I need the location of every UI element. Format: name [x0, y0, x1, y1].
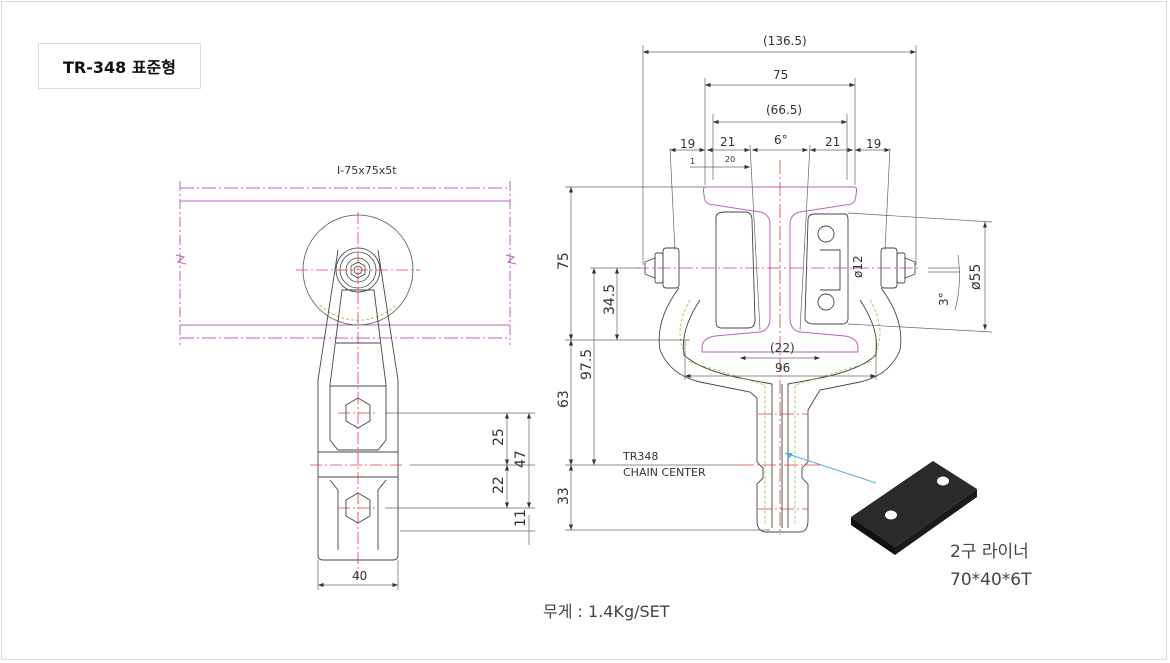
liner-size: 70*40*6T	[950, 570, 1032, 590]
dim-angle-6: 6°	[774, 133, 788, 147]
liner-hole-1	[885, 510, 897, 520]
liner-hole-2	[937, 476, 949, 486]
dim-40: 40	[352, 569, 367, 583]
liner-leader-line	[784, 452, 877, 484]
dim-phi55: ø55	[968, 264, 984, 290]
weight-label: 무게 : 1.4Kg/SET	[543, 602, 670, 621]
dim-right-21: 21	[825, 135, 840, 149]
dim-left-19: 19	[680, 137, 695, 151]
liner-plate	[851, 461, 977, 555]
dim-h75: 75	[556, 252, 572, 270]
title-box: TR-348 표준형	[38, 43, 201, 89]
chain-center-line1: TR348	[622, 450, 658, 463]
dim-96: 96	[775, 361, 790, 375]
dim-h33: 33	[556, 487, 572, 505]
side-view: I-75x75x5t	[175, 164, 535, 590]
left-wheel	[715, 211, 756, 329]
dim-h34-5: 34.5	[602, 284, 618, 315]
front-view: (136.5) 75 (66.5) 19 21 6° 21 19 1 20	[556, 34, 993, 535]
dim-h97-5: 97.5	[579, 349, 595, 380]
dim-small-1: 1	[690, 157, 695, 166]
dim-22: 22	[491, 476, 507, 494]
dim-inner: (66.5)	[766, 103, 802, 117]
right-bearing-wheel	[804, 213, 849, 325]
drawing-title: TR-348 표준형	[62, 58, 176, 77]
dim-angle-3: 3°	[937, 292, 951, 306]
dim-overall: (136.5)	[763, 34, 807, 48]
chain-center-line2: CHAIN CENTER	[623, 466, 706, 479]
liner-name: 2구 라이너	[950, 542, 1029, 562]
dim-22-front: (22)	[770, 341, 795, 355]
dim-75-width: 75	[773, 68, 788, 82]
dim-11: 11	[513, 509, 529, 527]
i-beam-section	[701, 186, 859, 353]
dim-small-20: 20	[725, 155, 735, 164]
dim-47: 47	[513, 450, 529, 468]
dim-right-19: 19	[866, 137, 881, 151]
liner-label: 2구 라이너 70*40*6T	[950, 538, 1031, 594]
dim-h63: 63	[556, 390, 572, 408]
i-beam-side	[175, 181, 517, 345]
dim-left-21: 21	[720, 135, 735, 149]
beam-label: I-75x75x5t	[337, 164, 397, 177]
dim-25: 25	[491, 428, 507, 446]
dim-phi12: ø12	[851, 255, 865, 278]
